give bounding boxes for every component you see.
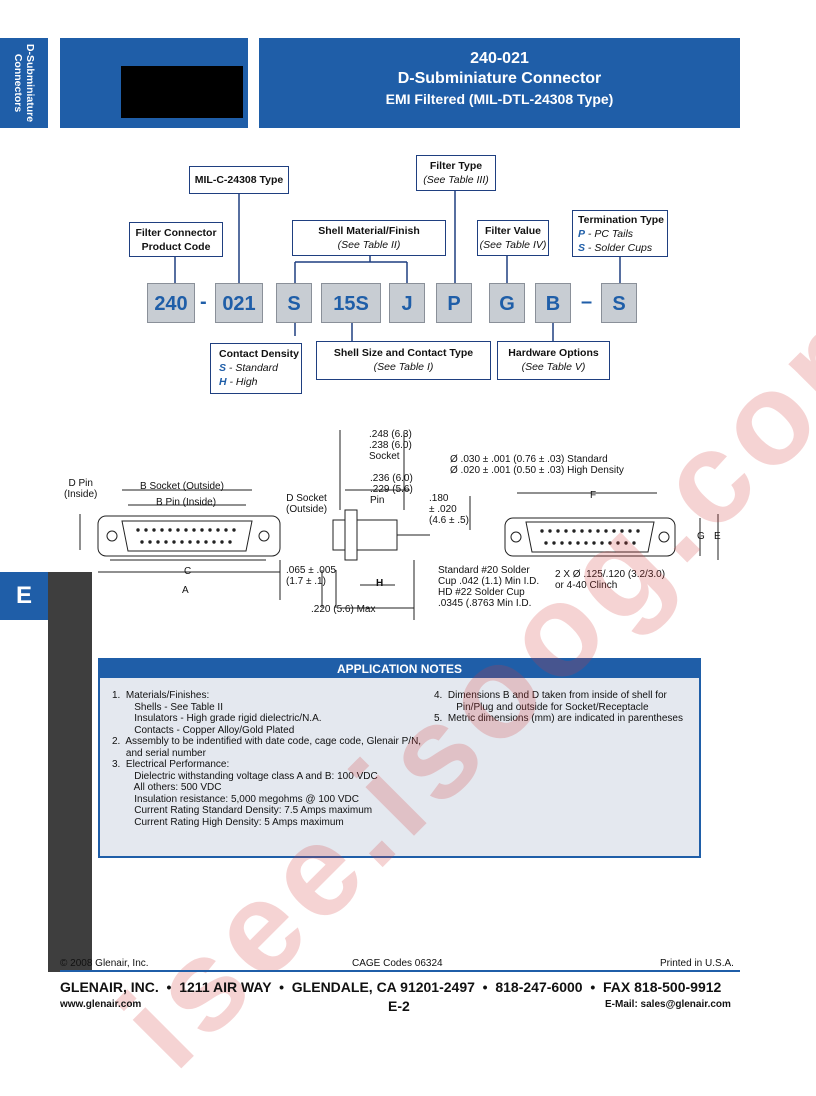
code-part-shell-size: 15S: [321, 283, 381, 323]
clinch-note: 2 X Ø .125/.120 (3.2/3.0) or 4-40 Clinch: [555, 569, 666, 591]
filter-type-ref: (See Table III): [423, 174, 489, 186]
cd-h-code: H: [219, 376, 227, 388]
left-dark-bar: [48, 572, 92, 972]
dim-pin-length: .236 (6.0) .229 (5.6) Pin: [370, 473, 413, 506]
footer-rule: [60, 970, 740, 972]
code-part-filter-value: G: [489, 283, 525, 323]
code-part-finish: J: [389, 283, 425, 323]
company-address: GLENAIR, INC. • 1211 AIR WAY • GLENDALE,…: [60, 979, 722, 995]
hardware-options-label: Hardware Options (See Table V): [497, 341, 610, 380]
term-s-text: - Solder Cups: [585, 242, 653, 254]
term-p-text: - PC Tails: [585, 228, 634, 240]
dim-f: F: [590, 490, 597, 501]
code-dash-2: –: [581, 291, 593, 313]
dim-220: .220 (5.6) Max: [311, 604, 376, 615]
printed-in: Printed in U.S.A.: [660, 958, 734, 969]
dim-e: E: [714, 531, 721, 542]
copyright: © 2008 Glenair, Inc.: [60, 958, 149, 969]
solder-cup-note: Standard #20 Solder Cup .042 (1.1) Min I…: [438, 565, 540, 609]
side-category-tab: D-Subminiature Connectors: [0, 38, 48, 128]
code-dash-1: -: [200, 291, 207, 313]
product-code-line1: Filter Connector: [135, 227, 217, 239]
dim-c: C: [184, 566, 192, 577]
shell-size-label: Shell Size and Contact Type (See Table I…: [316, 341, 491, 380]
filter-type-label: Filter Type (See Table III): [416, 155, 496, 191]
contact-density-label: Contact Density S - Standard H - High: [210, 343, 302, 394]
code-part-filter-type: P: [436, 283, 472, 323]
shell-size-title: Shell Size and Contact Type: [333, 347, 474, 359]
code-part-021: 021: [215, 283, 263, 323]
code-part-termination: S: [601, 283, 637, 323]
product-code-line2: Product Code: [141, 241, 211, 253]
contact-diameter-note: Ø .030 ± .001 (0.76 ± .03) Standard Ø .0…: [450, 454, 624, 476]
application-notes-title: APPLICATION NOTES: [100, 660, 699, 678]
hardware-title: Hardware Options: [508, 347, 599, 359]
notes-left-column: 1. Materials/Finishes: Shells - See Tabl…: [112, 690, 422, 828]
website-link[interactable]: www.glenair.com: [60, 999, 142, 1010]
filter-value-ref: (See Table IV): [479, 239, 547, 251]
mil-type-label: MIL-C-24308 Type: [189, 166, 289, 194]
shell-material-label: Shell Material/Finish (See Table II): [292, 220, 446, 256]
application-notes-box: APPLICATION NOTES 1. Materials/Finishes:…: [98, 658, 701, 858]
filter-value-title: Filter Value: [484, 225, 542, 237]
email-link[interactable]: E-Mail: sales@glenair.com: [605, 999, 731, 1010]
filter-value-label: Filter Value (See Table IV): [477, 220, 549, 256]
header-image-placeholder: [121, 66, 243, 118]
page-subtitle: EMI Filtered (MIL-DTL-24308 Type): [385, 91, 614, 107]
dim-g: G: [697, 531, 705, 542]
product-code-label: Filter Connector Product Code: [129, 222, 223, 257]
hardware-ref: (See Table V): [521, 361, 586, 373]
order-code-connectors: [174, 190, 621, 341]
dim-h: H: [376, 578, 384, 589]
dim-b-socket: B Socket (Outside): [140, 481, 224, 492]
cd-h-text: - High: [226, 376, 258, 388]
shell-material-title: Shell Material/Finish: [318, 225, 420, 237]
dim-d-pin: D Pin (Inside): [64, 478, 98, 500]
mil-type-text: MIL-C-24308 Type: [194, 174, 284, 186]
section-e-tab: E: [0, 572, 48, 620]
term-p-code: P: [578, 228, 586, 240]
dim-a: A: [182, 585, 189, 596]
dim-d-socket: D Socket (Outside): [286, 493, 328, 515]
dim-065: .065 ± .005 (1.7 ± .1): [286, 565, 336, 587]
code-part-hardware: B: [535, 283, 571, 323]
part-number: 240-021: [470, 50, 529, 67]
term-s-code: S: [578, 242, 586, 254]
page-title: D-Subminiature Connector: [397, 70, 602, 87]
notes-right-column: 4. Dimensions B and D taken from inside …: [434, 690, 683, 724]
header-title-block: 240-021 D-Subminiature Connector EMI Fil…: [259, 38, 740, 128]
page-number: E-2: [388, 998, 410, 1014]
dimension-drawing: [79, 430, 719, 620]
shell-size-ref: (See Table I): [373, 361, 434, 373]
cd-s-text: - Standard: [226, 362, 278, 374]
code-part-240: 240: [147, 283, 195, 323]
termination-type-title: Termination Type: [578, 214, 664, 226]
termination-type-label: Termination Type P - PC Tails S - Solder…: [572, 210, 668, 257]
cage-codes: CAGE Codes 06324: [352, 958, 443, 969]
contact-density-title: Contact Density: [219, 348, 299, 360]
dim-180: .180 ± .020 (4.6 ± .5): [429, 493, 469, 526]
code-part-material: S: [276, 283, 312, 323]
shell-material-ref: (See Table II): [337, 239, 401, 251]
dim-socket-length: .248 (6.3) .238 (6.0) Socket: [369, 429, 412, 462]
cd-s-code: S: [219, 362, 227, 374]
filter-type-title: Filter Type: [429, 160, 483, 172]
dim-b-pin: B Pin (Inside): [156, 497, 217, 508]
